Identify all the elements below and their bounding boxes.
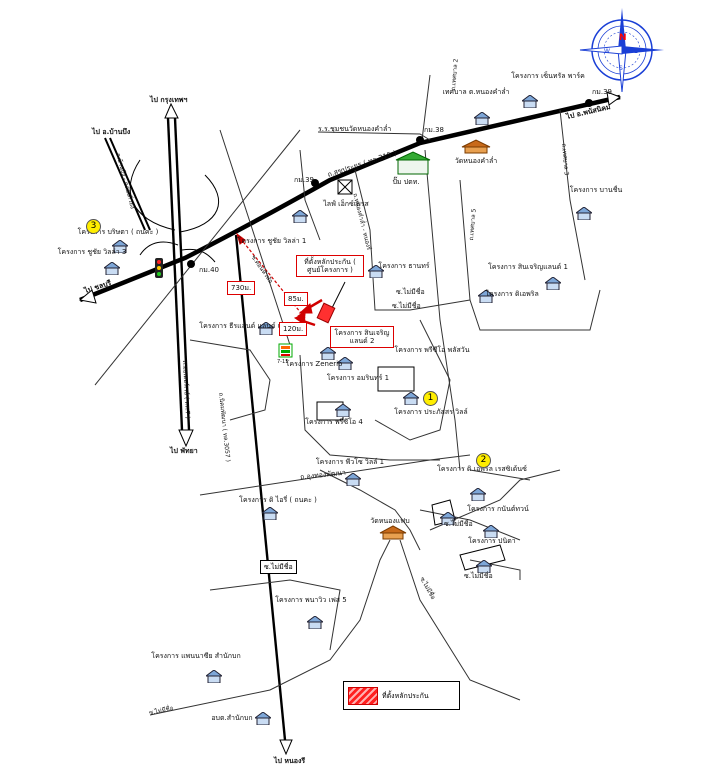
label-ptt: ปั๊ม ปตท. — [392, 178, 420, 186]
house-icon — [483, 525, 499, 538]
label-project-21: โครงการ แพนนาซีย สำนักบก — [151, 652, 241, 660]
house-icon — [255, 712, 271, 725]
legend: ที่ตั้งหลักประกัน — [343, 681, 460, 710]
house-icon — [440, 512, 456, 525]
legend-swatch — [348, 687, 378, 705]
compass-s-label: S — [619, 65, 623, 72]
label-project-9: โครงการ เซ็นทรัล พาร์ค — [511, 72, 585, 80]
label-temple-north: วัดหนองคำล่ำ — [454, 157, 498, 165]
label-project-4: โครงการ ธีรแลนด์ แลนด์ เฮ้าส์ — [199, 322, 293, 330]
label-project-11: โครงการ ประภัสสร วิลล์ — [394, 408, 468, 416]
temple-north-icon — [461, 139, 491, 154]
label-school: ไลฟ์ เอ็กซ์เพรส — [323, 200, 369, 208]
compass-w-label: W — [604, 48, 610, 55]
sale-office-box: ที่ตั้งหลักประกัน ( ศูนย์โครงการ ) — [296, 255, 364, 277]
label-to-pattaya: ไป พัทยา — [170, 447, 198, 455]
legend-label: ที่ตั้งหลักประกัน — [382, 692, 429, 700]
house-icon — [335, 404, 351, 417]
label-project-19: โครงการ ปนิดา — [468, 537, 516, 545]
school-icon — [337, 179, 353, 195]
distance-85: 85ม. — [284, 292, 308, 306]
marker-3: 3 — [86, 219, 101, 234]
house-icon — [292, 210, 308, 223]
house-icon — [368, 265, 384, 278]
house-icon — [104, 262, 120, 275]
house-icon — [258, 322, 274, 335]
house-icon — [206, 670, 222, 683]
label-temple-south: วัดหนองแฟบ — [370, 517, 410, 525]
house-icon — [476, 560, 492, 573]
label-to-bangkok: ไป กรุงเทพฯ — [150, 96, 188, 104]
distance-120: 120ม. — [279, 322, 308, 336]
label-project-6: โครงการ สินเจริญแลนด์ 1 — [488, 263, 568, 271]
house-icon — [474, 112, 490, 125]
label-project-17: โครงการ ดิ เอพริล เรสซิเด้นซ์ — [437, 465, 527, 473]
house-icon — [522, 95, 538, 108]
label-project-22: อบต.สำนักบก — [211, 714, 253, 722]
house-icon — [545, 277, 561, 290]
road-banbueng — [104, 137, 151, 231]
label-to-banbueng: ไป อ.บ้านบึง — [92, 128, 131, 136]
label-project-18: โครงการ กนันต์ทวน์ — [467, 505, 529, 513]
house-icon — [112, 240, 128, 253]
compass-n-label: N — [619, 33, 627, 43]
maimicho-box: ซ.ไม่มีชื่อ — [260, 560, 297, 574]
thin-diagonals — [94, 129, 301, 386]
main-highway — [78, 91, 622, 304]
house-icon — [478, 290, 494, 303]
label-project-2: โครงการ ชูชัย วิลล่า 3 — [57, 248, 127, 256]
label-maimicho-1: ซ.ไม่มีชื่อ — [396, 288, 425, 296]
label-project-16: โครงการ ดิ ไอรี่ ( ถนคะ ) — [239, 496, 317, 504]
label-project-14: โครงการ พรีซีโอ 4 — [305, 418, 363, 426]
temple-south-icon — [379, 525, 407, 540]
house-icon — [262, 507, 278, 520]
project-23-box: โครงการ สินเจริญแลนด์ 2 — [330, 326, 394, 348]
ptt-icon — [395, 151, 431, 175]
house-icon — [345, 473, 361, 486]
road-nikhom — [234, 234, 293, 756]
sale-office-marker — [316, 281, 346, 324]
label-km38: กม.38 — [424, 126, 444, 134]
km-markers — [187, 99, 593, 268]
compass-rose: N E S W — [579, 8, 664, 93]
label-project-5: โครงการ ธานทร์ — [378, 262, 430, 270]
seven-eleven-icon — [278, 343, 293, 358]
label-project-15: โครงการ พีวโซ วิลล์ 1 — [315, 458, 385, 466]
marker-1: 1 — [423, 391, 438, 406]
house-icon — [403, 392, 419, 405]
label-maimicho-3: ซ.ไม่มีชื่อ — [444, 520, 473, 528]
label-maimicho-2: ซ.ไม่มีชื่อ — [392, 302, 421, 310]
traffic-light-icon — [155, 258, 163, 278]
label-project-7: โครงการ ดิเอพริล — [485, 290, 539, 298]
compass-e-label: E — [634, 48, 638, 55]
house-icon — [470, 488, 486, 501]
house-icon — [337, 357, 353, 370]
label-project-1: โครงการ บริษตา ( ถนคะ ) — [77, 228, 159, 236]
label-km40: กม.40 — [199, 266, 219, 274]
label-km39a: กม.39 — [294, 176, 314, 184]
label-project-12: โครงการ Zenerio — [285, 360, 343, 368]
house-icon — [307, 616, 323, 629]
label-to-nongri: ไป หนองรี — [274, 757, 306, 765]
label-maimicho-4: ซ.ไม่มีชื่อ — [464, 572, 493, 580]
label-project-3: โครงการ ชูชัย วิลล่า 1 — [237, 237, 307, 245]
label-tesaban: เทศบาล ต.หนองคำล่ำ — [442, 88, 510, 96]
distance-730: 730ม. — [227, 281, 256, 295]
house-icon — [576, 207, 592, 220]
marker-2: 2 — [476, 453, 491, 468]
label-rd-nongkamlue: ร.ร.ชุมชนวัดหนองคำล่ำ — [318, 125, 392, 133]
label-project-20: โครงการ พนาวิว เฟส 5 — [275, 596, 347, 604]
house-icon — [320, 347, 336, 360]
label-project-8: โครงการ บานชื่น — [569, 186, 623, 194]
label-km39b: กม.39 — [592, 88, 612, 96]
label-seven: 7-11 — [277, 359, 289, 365]
label-project-13: โครงการ อมรินทร์ 1 — [326, 374, 390, 382]
label-project-10: โครงการ พรีซีโอ พลัสวัน — [394, 346, 470, 354]
